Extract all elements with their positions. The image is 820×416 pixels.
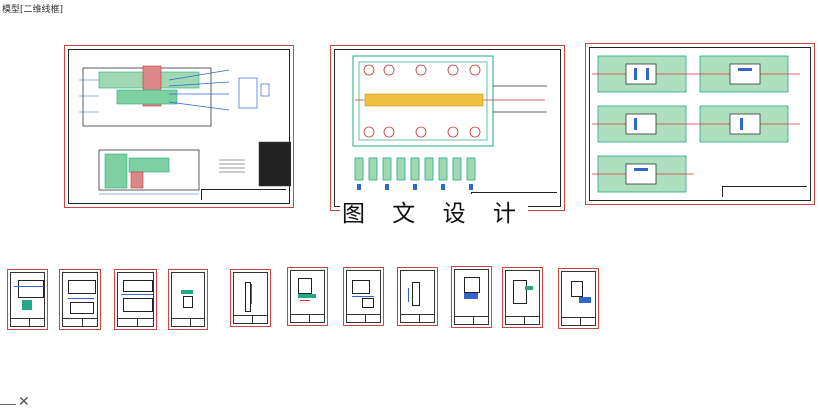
part-drawing-thumbnail[interactable]: [7, 269, 48, 330]
drawing-sheet-sections[interactable]: [585, 43, 815, 205]
part-drawing-thumbnail[interactable]: [558, 268, 599, 329]
title-block: [117, 318, 154, 327]
sheet-frame: [589, 47, 811, 201]
title-block: [400, 314, 435, 323]
title-block: [201, 189, 286, 200]
part-drawing-thumbnail[interactable]: [168, 269, 208, 330]
title-block: [290, 314, 325, 323]
title-block: [454, 316, 489, 325]
assembly-drawing: [79, 65, 296, 195]
part-drawing-thumbnail[interactable]: [343, 267, 384, 326]
title-block: [10, 318, 45, 327]
title-block: [233, 315, 268, 324]
tab-underline: [0, 404, 16, 405]
title-block: [346, 314, 381, 323]
part-drawing-thumbnail[interactable]: [114, 269, 157, 330]
part-drawing-thumbnail[interactable]: [59, 269, 101, 330]
part-drawing-thumbnail[interactable]: [230, 269, 271, 327]
sheet-frame: [68, 49, 296, 204]
part-drawing-thumbnail[interactable]: [451, 266, 492, 328]
title-block: [722, 186, 807, 197]
sections-drawing: [592, 55, 800, 193]
title-block: [171, 318, 205, 327]
viewport-label[interactable]: 模型[二维线框]: [2, 5, 64, 15]
sheet-frame: [334, 49, 561, 207]
part-drawing-thumbnail[interactable]: [502, 267, 543, 328]
title-block: [505, 316, 540, 325]
part-drawing-thumbnail[interactable]: [287, 267, 328, 326]
layout-drawing: [352, 55, 547, 190]
close-icon[interactable]: ✕: [18, 394, 30, 410]
title-block: [561, 317, 596, 326]
drawing-sheet-assembly[interactable]: [64, 45, 296, 208]
drawing-sheet-layout[interactable]: [330, 45, 565, 211]
watermark-text: 图 文 设 计: [340, 194, 528, 228]
part-drawing-thumbnail[interactable]: [397, 267, 438, 326]
title-block: [62, 318, 98, 327]
